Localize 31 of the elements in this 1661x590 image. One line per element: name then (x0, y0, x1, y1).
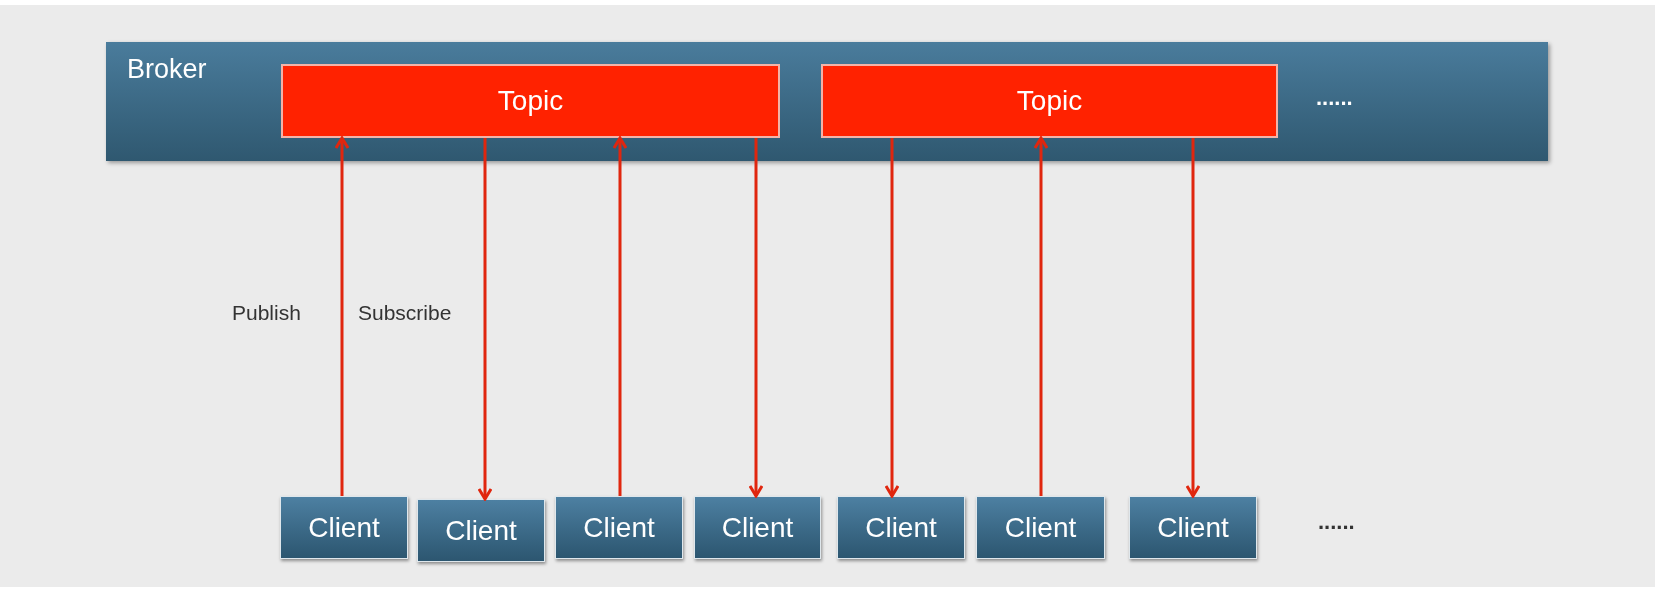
edge-label: Publish (232, 300, 301, 326)
node-label: Client (445, 513, 517, 548)
client-box (1129, 496, 1257, 559)
node-label: Topic (497, 84, 564, 118)
node-label: Client (1157, 510, 1229, 545)
arrow (884, 138, 900, 498)
node-label: Client (865, 510, 937, 545)
arrow (612, 136, 628, 496)
topic-box (281, 64, 780, 138)
arrow (1185, 138, 1201, 498)
node-title: Broker (127, 53, 207, 86)
broker-panel (106, 42, 1548, 161)
topic-box (821, 64, 1278, 138)
ellipsis-text: ...... (1318, 508, 1355, 536)
edge-label: Subscribe (358, 300, 452, 326)
arrow (334, 136, 350, 496)
arrow (477, 138, 493, 501)
arrow (1033, 136, 1049, 496)
client-box (837, 496, 965, 559)
node-label: Topic (1016, 84, 1083, 118)
client-box (694, 496, 821, 559)
node-label: Client (583, 510, 655, 545)
client-box (555, 496, 683, 559)
ellipsis-text: ...... (1316, 84, 1353, 112)
node-label: Client (308, 510, 380, 545)
node-label: Client (1004, 510, 1077, 545)
node-label: Client (721, 510, 794, 545)
arrow (748, 138, 764, 498)
client-box (280, 496, 408, 559)
client-box (976, 496, 1105, 559)
client-box (417, 499, 545, 562)
